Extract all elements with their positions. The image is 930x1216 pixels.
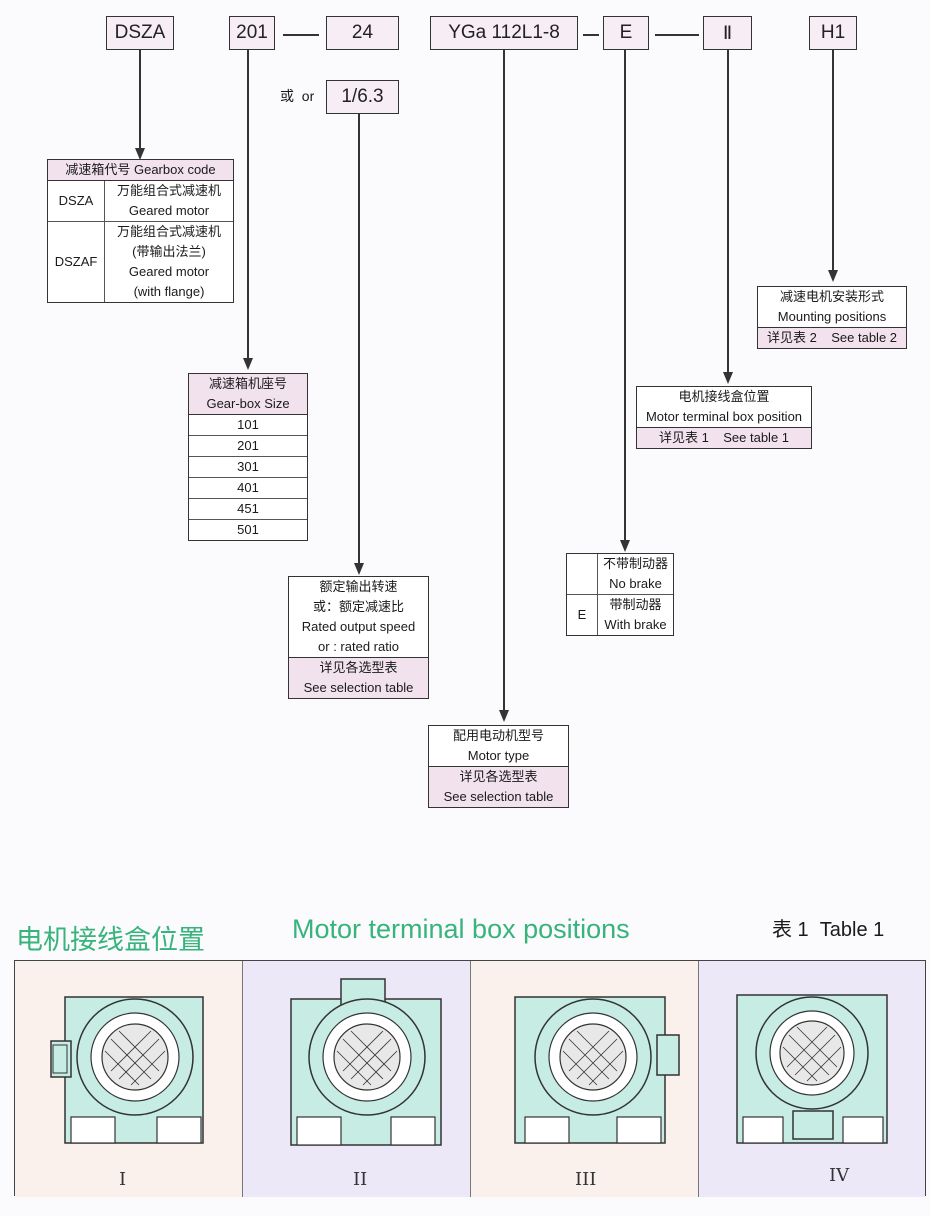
row-key: E [567, 595, 598, 635]
row-en: Geared motor [128, 264, 210, 279]
table-row: 不带制动器 No brake [567, 554, 673, 595]
row-en2: (with flange) [133, 284, 205, 299]
terminal-footer: 详见表 1 See table 1 [637, 427, 811, 448]
mount-l1: 减速电机安装形式 [779, 289, 884, 304]
code-mount: H1 [809, 16, 857, 50]
gearbox-drawing-1 [50, 996, 204, 1144]
gearbox-code-header: 减速箱代号 Gearbox code [48, 160, 233, 181]
terminal-l2: Motor terminal box position [645, 409, 803, 424]
dash [283, 34, 319, 36]
connector-motor [503, 50, 505, 710]
brake-table: 不带制动器 No brake E 带制动器 With brake [566, 553, 674, 636]
connector-mount [832, 50, 834, 270]
connector-ratio [358, 114, 360, 563]
gearbox-drawing-3 [514, 996, 680, 1144]
row-en: Geared motor [128, 203, 210, 218]
position-panel-1: I [15, 961, 243, 1197]
table-label: 表 1 Table 1 [772, 919, 885, 941]
speed-f2: See selection table [303, 680, 414, 695]
code-ratio: 24 [326, 16, 399, 50]
dash [655, 34, 699, 36]
row-key: DSZA [48, 181, 105, 221]
dash [583, 34, 599, 36]
row-cn: 万能组合式减速机 [116, 183, 221, 198]
row-key [567, 554, 598, 594]
positions-panel-frame: I II [14, 960, 926, 1197]
row-key: DSZAF [48, 222, 105, 302]
row-desc: 带制动器 With brake [598, 595, 673, 635]
position-panel-2: II [243, 961, 471, 1197]
mount-table: 减速电机安装形式 Mounting positions 详见表 2 See ta… [757, 286, 907, 349]
brake-r2-cn: 带制动器 [609, 597, 662, 612]
code-brake: E [603, 16, 649, 50]
arrow-terminal [723, 372, 733, 384]
positions-title-cn: 电机接线盒位置 [16, 925, 205, 955]
connector-size [247, 50, 249, 360]
connector-dsza [139, 50, 141, 150]
positions-title-en: Motor terminal box positions [292, 914, 630, 944]
or-label: 或 or [280, 88, 315, 104]
connector-terminal [727, 50, 729, 372]
mount-footer: 详见表 2 See table 2 [758, 327, 906, 348]
size-table: 减速箱机座号 Gear-box Size 101 201 301 401 451… [188, 373, 308, 541]
motor-l2: Motor type [467, 748, 530, 763]
speed-l1: 额定输出转速 [319, 579, 398, 594]
arrow-size [243, 358, 253, 370]
row-cn2: (带输出法兰) [132, 244, 206, 259]
speed-footer: 详见各选型表 See selection table [289, 657, 428, 698]
position-panel-4: IV [699, 961, 925, 1197]
size-header: 减速箱机座号 Gear-box Size [189, 374, 307, 415]
arrow-motor [499, 710, 509, 722]
gearbox-drawing-4 [736, 994, 888, 1144]
motor-f2: See selection table [443, 789, 554, 804]
row-desc: 万能组合式减速机 Geared motor [105, 181, 233, 221]
arrow-brake [620, 540, 630, 552]
speed-table: 额定输出转速 或：额定减速比 Rated output speed or : r… [288, 576, 429, 699]
size-row: 451 [189, 499, 307, 520]
speed-f1: 详见各选型表 [319, 660, 398, 675]
table-row: DSZA 万能组合式减速机 Geared motor [48, 181, 233, 222]
size-row: 201 [189, 436, 307, 457]
connector-brake [624, 50, 626, 540]
position-label-2: II [353, 1169, 368, 1190]
position-label-4: IV [829, 1165, 850, 1186]
motor-l1: 配用电动机型号 [452, 728, 544, 743]
motor-f1: 详见各选型表 [459, 769, 538, 784]
arrow-ratio [354, 563, 364, 575]
position-panel-3: III [471, 961, 699, 1197]
brake-r1-cn: 不带制动器 [602, 556, 668, 571]
size-header-en: Gear-box Size [206, 396, 290, 411]
brake-r2-en: With brake [604, 617, 667, 632]
code-ratio-alt: 1/6.3 [326, 80, 399, 114]
arrow-dsza [135, 148, 145, 160]
size-row: 101 [189, 415, 307, 436]
code-dsza: DSZA [106, 16, 174, 50]
size-row: 301 [189, 457, 307, 478]
gearbox-code-table: 减速箱代号 Gearbox code DSZA 万能组合式减速机 Geared … [47, 159, 234, 303]
row-cn: 万能组合式减速机 [116, 224, 221, 239]
motor-footer: 详见各选型表 See selection table [429, 766, 568, 807]
mount-l2: Mounting positions [777, 309, 887, 324]
code-terminal: Ⅱ [703, 16, 752, 50]
speed-l2: 或：额定减速比 [312, 599, 404, 614]
gearbox-drawing-2 [290, 978, 442, 1146]
position-label-1: I [119, 1169, 127, 1190]
row-desc: 万能组合式减速机 (带输出法兰) Geared motor (with flan… [105, 222, 233, 302]
speed-l4: or : rated ratio [318, 639, 399, 654]
motor-table: 配用电动机型号 Motor type 详见各选型表 See selection … [428, 725, 569, 808]
size-header-cn: 减速箱机座号 [208, 376, 287, 391]
row-desc: 不带制动器 No brake [598, 554, 673, 594]
speed-l3: Rated output speed [301, 619, 416, 634]
brake-r1-en: No brake [609, 576, 662, 591]
size-row: 501 [237, 522, 259, 537]
arrow-mount [828, 270, 838, 282]
code-motor: YGa 112L1-8 [430, 16, 578, 50]
size-row: 401 [189, 478, 307, 499]
code-size: 201 [229, 16, 275, 50]
table-row: DSZAF 万能组合式减速机 (带输出法兰) Geared motor (wit… [48, 222, 233, 302]
terminal-table: 电机接线盒位置 Motor terminal box position 详见表 … [636, 386, 812, 449]
table-row: E 带制动器 With brake [567, 595, 673, 635]
position-label-3: III [575, 1169, 597, 1190]
terminal-l1: 电机接线盒位置 [678, 389, 770, 404]
